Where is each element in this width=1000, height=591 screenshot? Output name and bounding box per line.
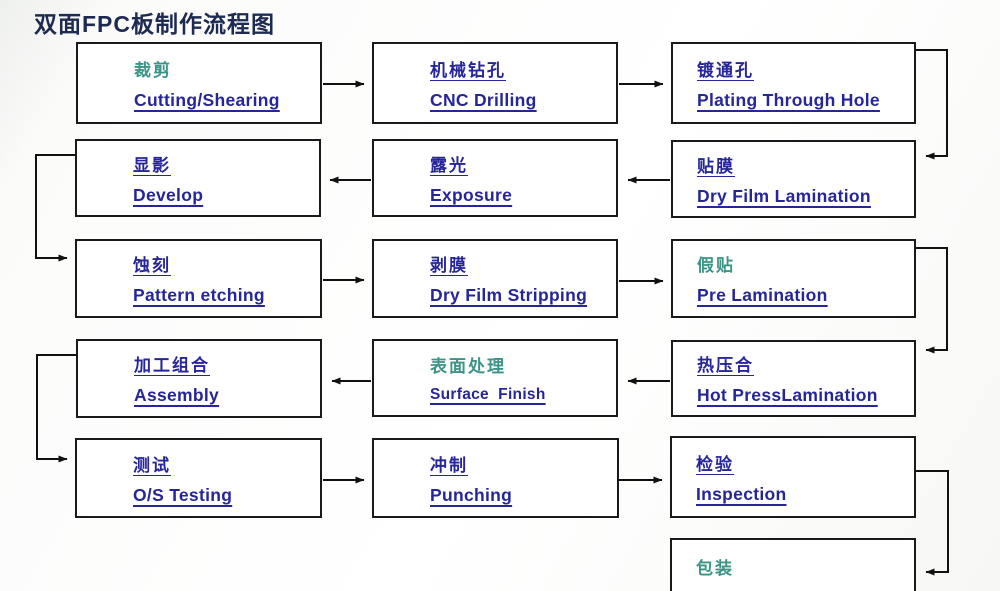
arrow-plating-to-dry-film-lamination xyxy=(916,49,948,160)
process-label-zh-pattern-etching: 蚀刻 xyxy=(133,256,171,275)
process-box-punching: 冲制 Punching xyxy=(372,438,619,518)
process-label-zh-packing: 包装 xyxy=(696,559,734,578)
process-box-pre-lamination: 假贴 Pre Lamination xyxy=(671,239,916,318)
process-label-en-dry-film-stripping: Dry Film Stripping xyxy=(430,285,588,305)
process-label-zh-pre-lamination: 假贴 xyxy=(697,256,735,275)
process-box-plating-through-hole: 镀通孔 Plating Through Hole xyxy=(671,42,916,124)
process-label-zh-develop: 显影 xyxy=(133,155,171,175)
arrow-assembly-to-os-testing xyxy=(36,354,76,463)
process-label-zh-assembly: 加工组合 xyxy=(134,356,210,375)
process-label-en-surface-finish: Surface Finish xyxy=(430,386,546,403)
process-box-dry-film-lamination: 贴膜 Dry Film Lamination xyxy=(671,140,916,218)
process-label-en-punching: Punching xyxy=(430,484,513,505)
process-box-assembly: 加工组合 Assembly xyxy=(76,339,322,418)
arrow-develop-to-pattern-etching xyxy=(35,154,75,262)
process-label-en-cutting: Cutting/Shearing xyxy=(134,89,280,110)
arrow-inspection-to-packing xyxy=(916,470,949,576)
process-label-zh-exposure: 露光 xyxy=(430,155,468,175)
process-label-en-exposure: Exposure xyxy=(430,184,513,205)
process-box-exposure: 露光 Exposure xyxy=(372,139,618,217)
diagram-title: 双面FPC板制作流程图 xyxy=(34,11,275,37)
process-label-zh-dry-film-lamination: 贴膜 xyxy=(697,156,735,176)
process-label-en-inspection: Inspection xyxy=(696,483,787,504)
process-label-zh-punching: 冲制 xyxy=(430,455,468,475)
process-label-en-pre-lamination: Pre Lamination xyxy=(697,285,828,305)
process-label-en-assembly: Assembly xyxy=(134,385,220,405)
process-box-cutting: 裁剪 Cutting/Shearing xyxy=(76,42,322,124)
process-label-zh-plating-through-hole: 镀通孔 xyxy=(697,60,754,80)
process-label-en-hot-press-lamination: Hot PressLamination xyxy=(697,385,878,405)
process-box-develop: 显影 Develop xyxy=(75,139,321,217)
process-label-zh-inspection: 检验 xyxy=(696,454,734,474)
process-label-en-pattern-etching: Pattern etching xyxy=(133,285,265,305)
process-label-zh-cnc-drilling: 机械钻孔 xyxy=(430,60,506,80)
process-box-inspection: 检验 Inspection xyxy=(670,436,916,518)
process-label-zh-surface-finish: 表面处理 xyxy=(430,357,506,376)
process-box-packing: 包装 xyxy=(670,538,916,591)
process-label-zh-hot-press-lamination: 热压合 xyxy=(697,356,754,375)
process-label-en-develop: Develop xyxy=(133,184,204,205)
process-box-cnc-drilling: 机械钻孔 CNC Drilling xyxy=(372,42,618,124)
process-label-zh-dry-film-stripping: 剥膜 xyxy=(430,256,468,275)
process-box-surface-finish: 表面处理 Surface Finish xyxy=(372,339,618,417)
process-label-en-dry-film-lamination: Dry Film Lamination xyxy=(697,185,871,206)
process-label-en-os-testing: O/S Testing xyxy=(133,484,233,505)
arrow-pre-lamination-to-hot-press xyxy=(916,247,948,354)
process-box-os-testing: 测试 O/S Testing xyxy=(75,438,322,518)
process-box-hot-press-lamination: 热压合 Hot PressLamination xyxy=(671,340,916,417)
process-box-dry-film-stripping: 剥膜 Dry Film Stripping xyxy=(372,239,618,318)
process-label-zh-os-testing: 测试 xyxy=(133,455,171,475)
process-label-en-plating-through-hole: Plating Through Hole xyxy=(697,89,880,110)
process-label-en-cnc-drilling: CNC Drilling xyxy=(430,89,537,110)
process-box-pattern-etching: 蚀刻 Pattern etching xyxy=(75,239,322,318)
process-label-zh-cutting: 裁剪 xyxy=(134,60,172,80)
